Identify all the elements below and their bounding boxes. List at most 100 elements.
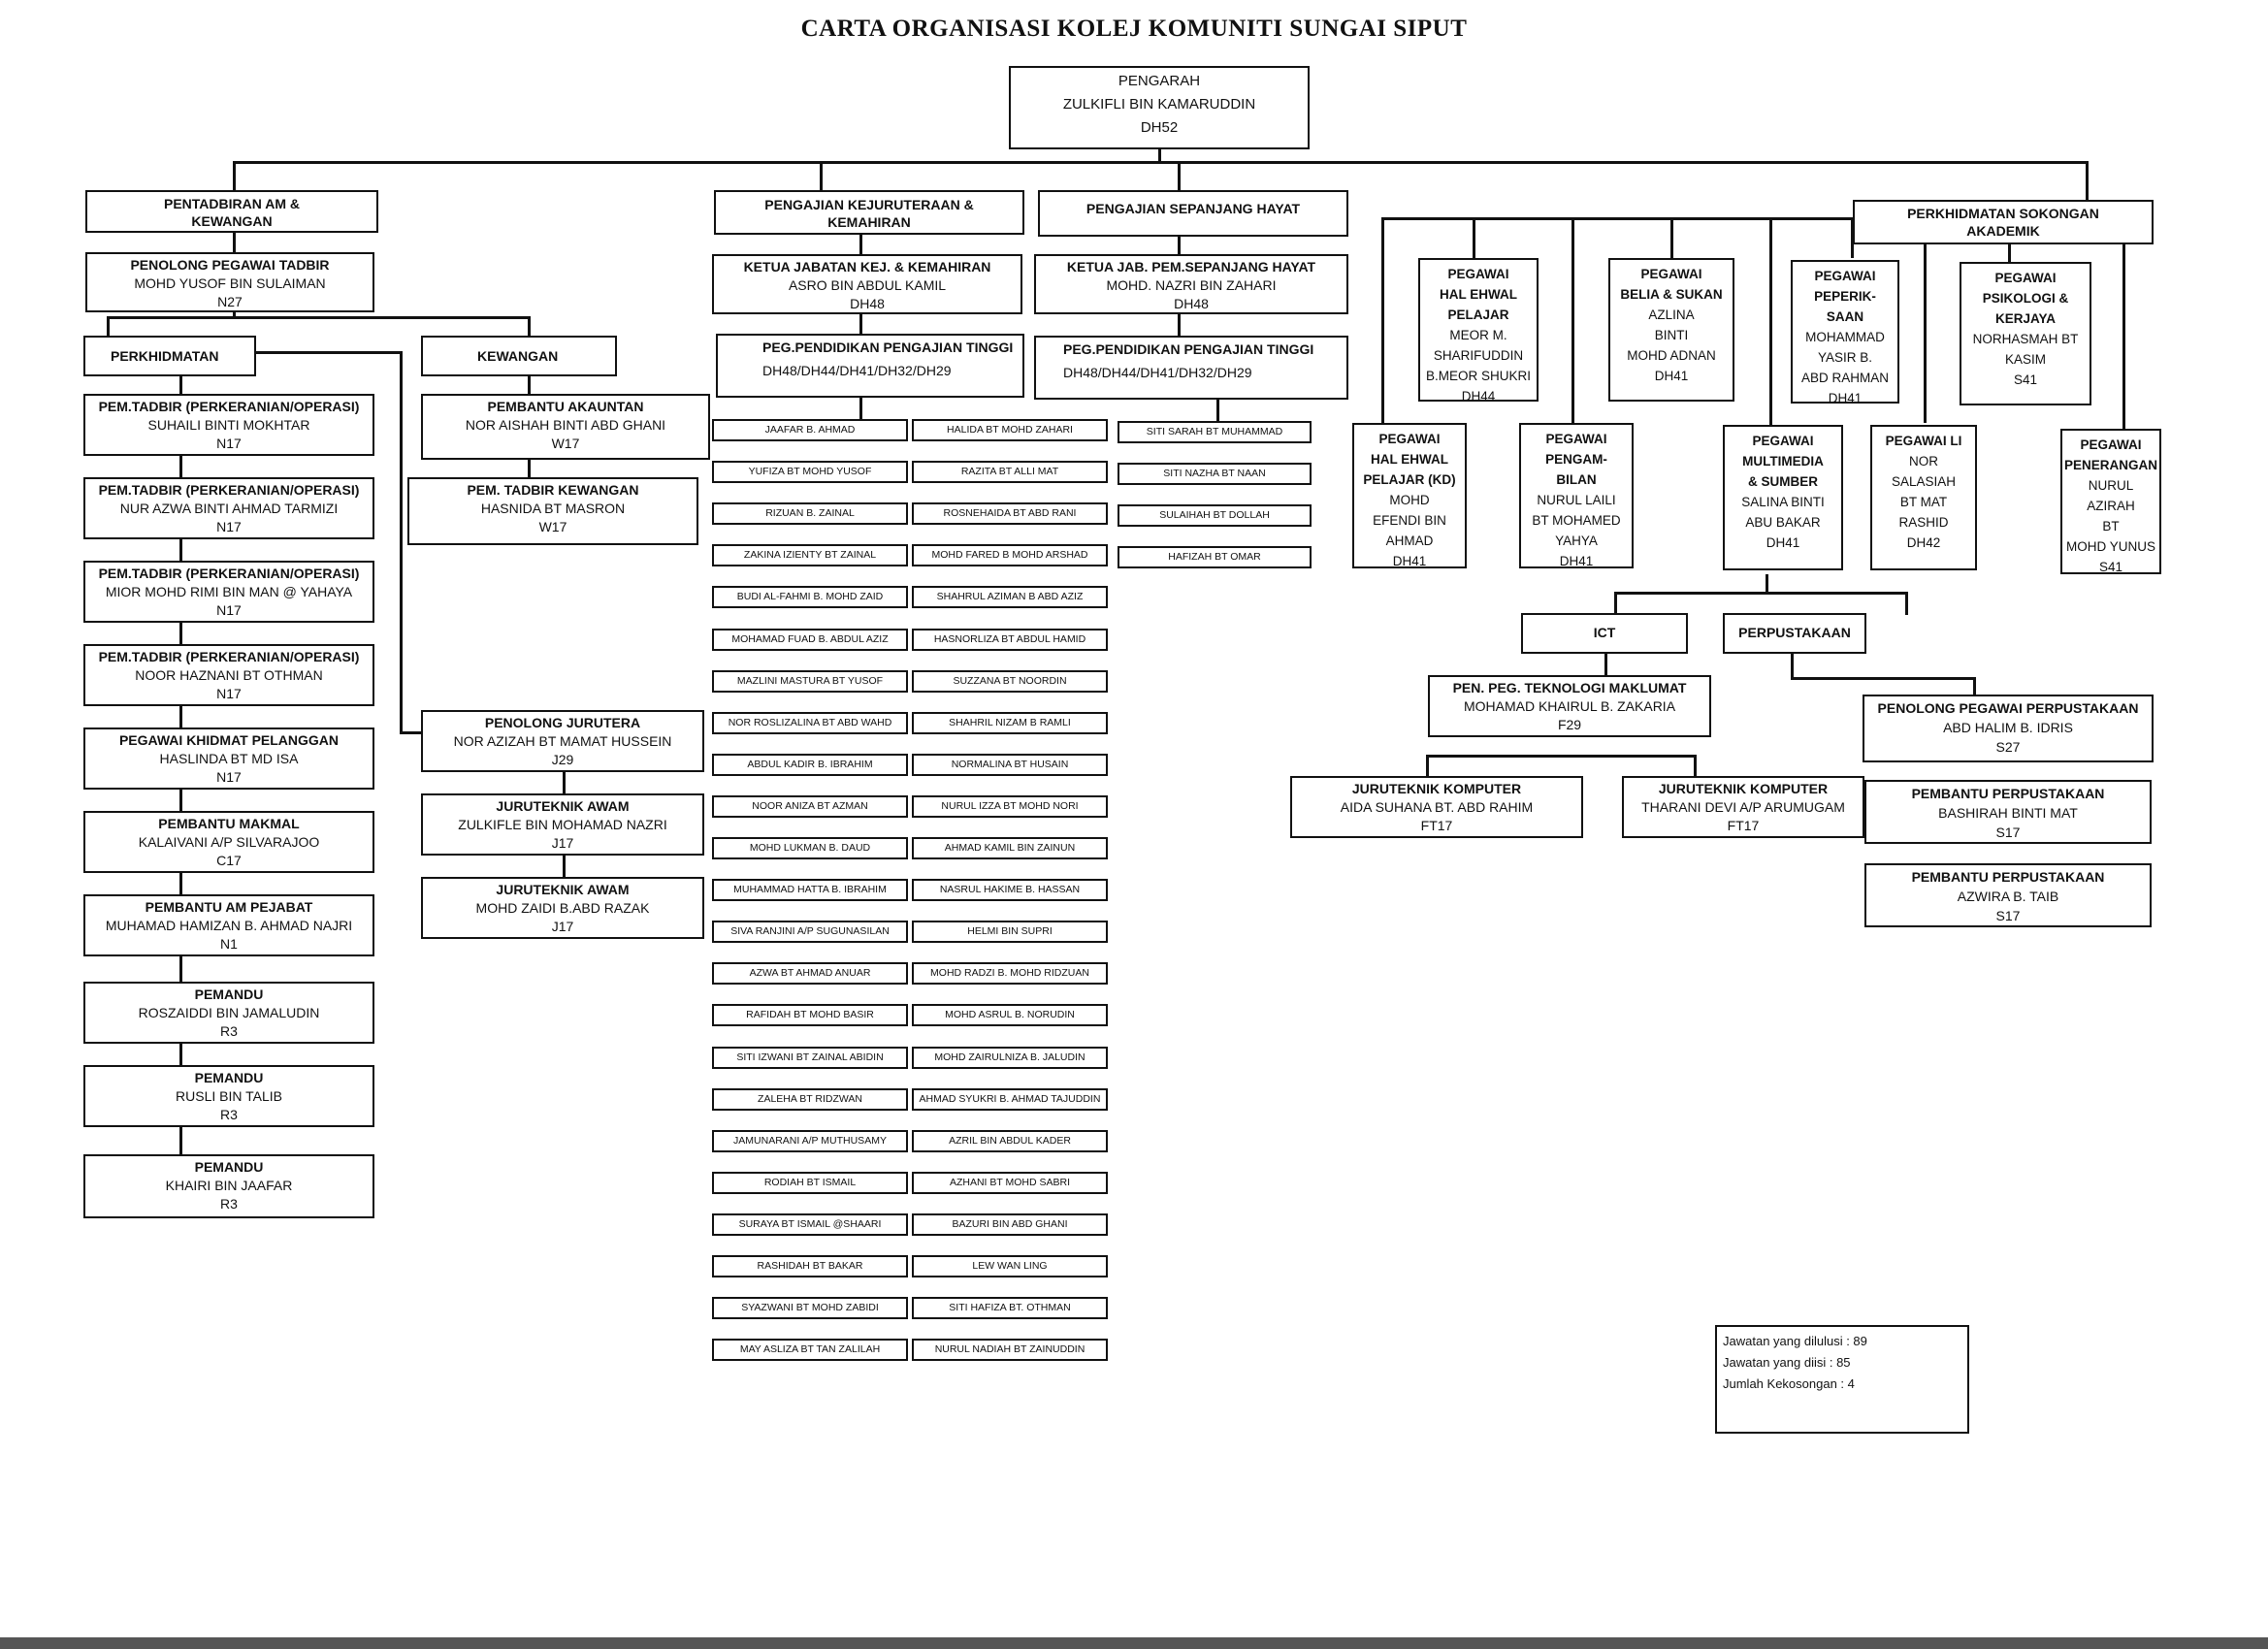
connector (1426, 755, 1696, 758)
staff-grade: S27 (1995, 739, 2021, 755)
officer-name: BT MAT (1899, 495, 1948, 509)
connector (1158, 149, 1161, 163)
connector (1473, 217, 1475, 258)
officer-role: PEGAWAI (1640, 267, 1702, 281)
officer-grade: DH41 (1392, 554, 1427, 568)
lecturer-box: AHMAD SYUKRI B. AHMAD TAJUDDIN (912, 1087, 1108, 1111)
lecturer-box: BUDI AL-FAHMI B. MOHD ZAID (712, 586, 908, 609)
staff-grade: W17 (551, 436, 580, 451)
admin-staff-box: PEMANDU ROSZAIDDI BIN JAMALUDIN R3 (83, 982, 374, 1044)
lecturer-box: SITI IZWANI BT ZAINAL ABIDIN (712, 1046, 908, 1069)
staff-grade: N17 (216, 519, 242, 534)
staff-name: MIOR MOHD RIMI BIN MAN @ YAHAYA (105, 584, 353, 599)
director-box: PENGARAH ZULKIFLI BIN KAMARUDDIN DH52 (1009, 66, 1310, 149)
lecturer-box: SIVA RANJINI A/P SUGUNASILAN (712, 921, 908, 944)
admin-staff-box: PEMBANTU AM PEJABAT MUHAMAD HAMIZAN B. A… (83, 894, 374, 956)
staff-title: PENOLONG PEGAWAI PERPUSTAKAAN (1877, 700, 2139, 716)
support-header-label: PERKHIDMATAN SOKONGAN AKADEMIK (1907, 206, 2099, 239)
engineer-staff-box: PENOLONG JURUTERA NOR AZIZAH BT MAMAT HU… (421, 710, 704, 772)
lecturer-box: NASRUL HAKIME B. HASSAN (912, 879, 1108, 902)
ict-head-grade: F29 (1557, 717, 1582, 732)
lecturer-box: JAMUNARANI A/P MUTHUSAMY (712, 1129, 908, 1152)
staff-title: PEM.TADBIR (PERKERANIAN/OPERASI) (98, 482, 360, 498)
connector (1973, 677, 1976, 696)
connector (1426, 755, 1429, 778)
lecturer-box: SULAIHAH BT DOLLAH (1118, 504, 1312, 528)
officer-name: MOHAMMAD (1805, 330, 1885, 344)
staff-name: KHAIRI BIN JAAFAR (165, 1178, 293, 1193)
lecturer-box: SURAYA BT ISMAIL @SHAARI (712, 1212, 908, 1236)
staff-name: AZWIRA B. TAIB (1957, 889, 2059, 904)
engineering-header: PENGAJIAN KEJURUTERAAN & KEMAHIRAN (714, 190, 1024, 235)
officer-name: BT MOHAMED (1532, 513, 1621, 528)
lecturer-box: NURUL IZZA BT MOHD NORI (912, 794, 1108, 818)
lecturer-box: HALIDA BT MOHD ZAHARI (912, 419, 1108, 441)
staff-title: PEMBANTU MAKMAL (158, 816, 300, 831)
connector (2008, 244, 2011, 264)
officer-role: PELAJAR (KD) (1363, 472, 1456, 487)
lecturer-box: SUZZANA BT NOORDIN (912, 669, 1108, 693)
staff-title: PEMANDU (194, 986, 264, 1002)
engineering-head-grade: DH48 (850, 296, 885, 311)
lecturer-grades: DH48/DH44/DH41/DH32/DH29 (762, 363, 952, 378)
connector (1571, 217, 1574, 425)
lecturer-box: AHMAD KAMIL BIN ZAINUN (912, 837, 1108, 859)
lecturer-box: RASHIDAH BT BAKAR (712, 1255, 908, 1277)
connector (859, 398, 862, 421)
officer-name: BINTI (1654, 328, 1689, 342)
lecturer-box: HELMI BIN SUPRI (912, 921, 1108, 944)
staff-title: PEMBANTU AM PEJABAT (145, 899, 313, 915)
officer-role: PEGAWAI LI (1885, 434, 1962, 448)
library-staff-box: PEMBANTU PERPUSTAKAAN BASHIRAH BINTI MAT… (1864, 780, 2152, 844)
staff-name: ZULKIFLE BIN MOHAMAD NAZRI (458, 817, 667, 832)
legend-approved: Jawatan yang dilulusi : 89 (1723, 1334, 1867, 1348)
lecturer-box: AZHANI BT MOHD SABRI (912, 1171, 1108, 1194)
connector (1614, 592, 1617, 615)
staff-title: PEGAWAI KHIDMAT PELANGGAN (118, 732, 340, 748)
lecturer-box: ABDUL KADIR B. IBRAHIM (712, 753, 908, 776)
staff-name: NUR AZWA BINTI AHMAD TARMIZI (119, 501, 339, 516)
officer-name: NURUL (2088, 478, 2134, 493)
staff-name: MOHD ZAIDI B.ABD RAZAK (475, 900, 650, 916)
connector (1851, 217, 1854, 258)
officer-name: KASIM (2004, 352, 2046, 367)
officer-name: AZIRAH (2087, 499, 2135, 513)
connector (400, 351, 403, 733)
director-name: ZULKIFLI BIN KAMARUDDIN (1062, 96, 1256, 113)
officer-role: SAAN (1826, 309, 1864, 324)
admin-staff-box: PEMBANTU MAKMAL KALAIVANI A/P SILVARAJOO… (83, 811, 374, 873)
lecturer-box: HAFIZAH BT OMAR (1118, 546, 1312, 569)
officer-name: AZLINA (1648, 307, 1695, 322)
officer-grade: S41 (2013, 372, 2038, 387)
lecturer-box: NOR ROSLIZALINA BT ABD WAHD (712, 711, 908, 734)
staff-name: HASNIDA BT MASRON (480, 501, 626, 516)
connector (1604, 654, 1607, 677)
staff-name: NOR AISHAH BINTI ABD GHANI (465, 417, 666, 433)
admin-staff-box: PEMANDU KHAIRI BIN JAAFAR R3 (83, 1154, 374, 1218)
officer-name: SALASIAH (1891, 474, 1957, 489)
lifelong-header: PENGAJIAN SEPANJANG HAYAT (1038, 190, 1348, 237)
staff-grade: FT17 (1420, 818, 1453, 833)
lecturer-box: BAZURI BIN ABD GHANI (912, 1212, 1108, 1236)
connector (1381, 217, 1855, 220)
lecturer-box: SITI HAFIZA BT. OTHMAN (912, 1297, 1108, 1320)
lecturer-box: SITI NAZHA BT NAAN (1118, 463, 1312, 486)
connector (2086, 161, 2089, 200)
ict-box: ICT (1521, 613, 1688, 654)
legend-vacancy: Jumlah Kekosongan : 4 (1723, 1376, 1855, 1391)
staff-title: PEMBANTU AKAUNTAN (487, 399, 644, 414)
staff-title: PEMANDU (194, 1159, 264, 1175)
officer-role: HAL EHWAL (1371, 452, 1448, 467)
staff-title: PEM.TADBIR (PERKERANIAN/OPERASI) (98, 566, 360, 581)
officer-name: MOHD YUNUS (2065, 539, 2155, 554)
lecturer-box: MUHAMMAD HATTA B. IBRAHIM (712, 879, 908, 902)
officer-role: & SUMBER (1747, 474, 1818, 489)
engineer-staff-box: JURUTEKNIK AWAM ZULKIFLE BIN MOHAMAD NAZ… (421, 793, 704, 856)
officer-grade: DH41 (1766, 535, 1800, 550)
officer-name: EFENDI BIN (1373, 513, 1446, 528)
staff-name: MUHAMAD HAMIZAN B. AHMAD NAJRI (105, 918, 353, 933)
